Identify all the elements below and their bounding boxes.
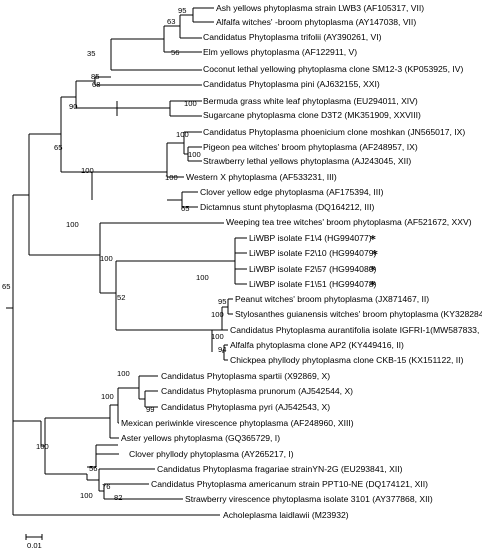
bootstrap-value: 56 xyxy=(171,48,179,57)
taxon-label: Candidatus Phytoplasma prunorum (AJ54254… xyxy=(161,386,353,396)
taxon-label: Candidatus Phytoplasma phoenicium clone … xyxy=(203,127,465,137)
bootstrap-value: 95 xyxy=(178,6,186,15)
taxon-label: Western X phytoplasma (AF533231, III) xyxy=(186,172,337,182)
taxon-label: Sugarcane phytoplasma clone D3T2 (MK3519… xyxy=(203,110,421,120)
highlight-stars: * * * * xyxy=(370,233,378,292)
bootstrap-value: 100 xyxy=(196,273,209,282)
bootstrap-value: 100 xyxy=(100,254,113,263)
taxon-label: Weeping tea tree witches' broom phytopla… xyxy=(226,217,472,227)
taxon-label: Candidatus Phytoplasma americanum strain… xyxy=(151,479,428,489)
taxon-labels: Ash yellows phytoplasma strain LWB3 (AF1… xyxy=(121,3,482,520)
bootstrap-value: 35 xyxy=(87,49,95,58)
bootstrap-value: 52 xyxy=(117,293,125,302)
bootstrap-value: 100 xyxy=(101,392,114,401)
taxon-label: LiWBP isolate F2\10 (HG994079) xyxy=(249,248,377,258)
taxon-label: Aster yellows phytoplasma (GQ365729, I) xyxy=(121,433,280,443)
bootstrap-value: 100 xyxy=(81,166,94,175)
star-icon: * xyxy=(370,233,376,246)
bootstrap-value: 56 xyxy=(89,464,97,473)
star-icon: * xyxy=(370,279,376,292)
scale-bar-label: 0.01 xyxy=(27,541,42,550)
star-icon: * xyxy=(370,264,376,277)
taxon-label: Acholeplasma laidlawii (M23932) xyxy=(223,510,349,520)
bootstrap-value: 82 xyxy=(114,493,122,502)
taxon-label: Candidatus Phytoplasma pini (AJ632155, X… xyxy=(203,79,380,89)
bootstrap-value: 94 xyxy=(218,345,226,354)
bootstrap-value: 100 xyxy=(211,310,224,319)
taxon-label: Coconut lethal yellowing phytoplasma clo… xyxy=(203,64,463,74)
taxon-label: Ash yellows phytoplasma strain LWB3 (AF1… xyxy=(216,3,424,13)
taxon-label: Dictamnus stunt phytoplasma (DQ164212, I… xyxy=(200,202,374,212)
taxon-label: Alfalfa witches' -broom phytoplasma (AY1… xyxy=(216,17,416,27)
bootstrap-value: 76 xyxy=(102,482,110,491)
taxon-label: Peanut witches' broom phytoplasma (JX871… xyxy=(235,294,429,304)
bootstrap-value: 99 xyxy=(146,405,154,414)
taxon-label: Candidatus Phytoplasma trifolii (AY39026… xyxy=(203,32,382,42)
bootstrap-value: 100 xyxy=(184,99,197,108)
taxon-label: LiWBP isolate F1\51 (HG994078) xyxy=(249,279,377,289)
bootstrap-value: 65 xyxy=(181,204,189,213)
bootstrap-values: 95 63 35 56 68 90 85 100 65 100 100 100 … xyxy=(2,6,226,502)
scale-bar: 0.01 xyxy=(25,534,43,550)
bootstrap-value: 100 xyxy=(36,442,49,451)
bootstrap-value: 100 xyxy=(176,130,189,139)
taxon-label: Bermuda grass white leaf phytoplasma (EU… xyxy=(203,96,418,106)
taxon-label: Candidatus Phytoplasma fragariae strainY… xyxy=(157,464,403,474)
taxon-label: Candidatus Phytoplasma pyri (AJ542543, X… xyxy=(161,402,330,412)
bootstrap-value: 100 xyxy=(66,220,79,229)
taxon-label: Pigeon pea witches' broom phytoplasma (A… xyxy=(203,142,418,152)
taxon-label: Candidatus Phytoplasma spartii (X92869, … xyxy=(161,371,330,381)
taxon-label: Candidatus Phytoplasma aurantifolia isol… xyxy=(230,325,482,335)
taxon-label: Strawberry virescence phytoplasma isolat… xyxy=(185,494,433,504)
bootstrap-value: 65 xyxy=(2,282,10,291)
taxon-label: Stylosanthes guianensis witches' broom p… xyxy=(235,309,482,319)
bootstrap-value: 63 xyxy=(167,17,175,26)
taxon-label: Mexican periwinkle virescence phytoplasm… xyxy=(121,418,354,428)
bootstrap-value: 100 xyxy=(117,369,130,378)
bootstrap-value: 100 xyxy=(211,332,224,341)
bootstrap-value: 95 xyxy=(218,297,226,306)
taxon-label: Chickpea phyllody phytoplasma clone CKB-… xyxy=(230,355,464,365)
taxon-label: Clover phyllody phytoplasma (AY265217, I… xyxy=(129,449,294,459)
star-icon: * xyxy=(372,248,378,261)
bootstrap-value: 90 xyxy=(69,102,77,111)
taxon-label: LiWBP isolate F2\57 (HG994080) xyxy=(249,264,377,274)
bootstrap-value: 100 xyxy=(80,491,93,500)
tree-branches xyxy=(6,7,247,516)
bootstrap-value: 100 xyxy=(188,150,201,159)
bootstrap-value: 65 xyxy=(54,143,62,152)
taxon-label: LiWBP isolate F1\4 (HG994077) xyxy=(249,233,372,243)
taxon-label: Elm yellows phytoplasma (AF122911, V) xyxy=(203,47,357,57)
bootstrap-value: 68 xyxy=(92,80,100,89)
bootstrap-value: 85 xyxy=(91,72,99,81)
taxon-label: Alfalfa phytoplasma clone AP2 (KY449416,… xyxy=(230,340,404,350)
taxon-label: Clover yellow edge phytoplasma (AF175394… xyxy=(200,187,384,197)
bootstrap-value: 100 xyxy=(165,173,178,182)
taxon-label: Strawberry lethal yellows phytoplasma (A… xyxy=(203,156,411,166)
